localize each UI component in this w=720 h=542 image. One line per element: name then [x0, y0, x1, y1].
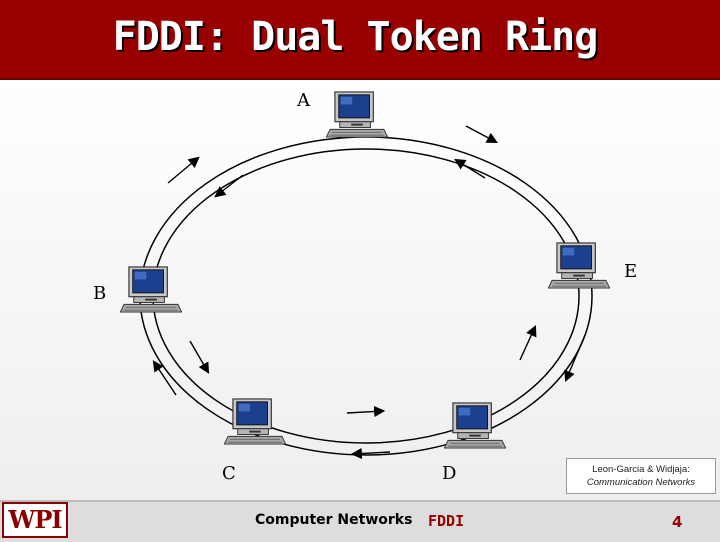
node-label-b: B — [93, 283, 107, 304]
course-name: Computer Networks — [255, 512, 413, 528]
node-label-d: D — [442, 463, 457, 484]
inner-ring-arrow — [519, 324, 537, 361]
diagram-stage — [0, 80, 720, 500]
title-bar: FDDI: Dual Token Ring — [0, 0, 720, 78]
outer-ring-arrow — [465, 125, 498, 144]
workstation-icon — [224, 398, 286, 445]
outer-ring-arrow — [152, 360, 177, 396]
footer-bar — [0, 500, 720, 542]
page-number: 4 — [672, 513, 683, 531]
outer-ring-arrow — [350, 447, 391, 460]
node-label-a: A — [297, 90, 310, 111]
dual-ring-diagram — [120, 91, 610, 460]
outer-ring-arrow — [167, 156, 200, 184]
outer-ring-arrow — [564, 334, 586, 383]
inner-ring — [152, 148, 580, 444]
node-label-c: C — [222, 463, 236, 484]
workstation-icon — [120, 266, 182, 313]
workstation-icon — [326, 91, 388, 138]
section-name: FDDI — [428, 512, 465, 530]
outer-ring — [139, 136, 593, 456]
wpi-logo: WPI — [2, 502, 68, 538]
slide-title: FDDI: Dual Token Ring — [112, 14, 599, 60]
citation-book: Communication Networks — [586, 477, 696, 488]
workstation-icon — [548, 242, 610, 289]
inner-ring-arrow — [454, 158, 486, 179]
inner-ring-arrow — [189, 340, 210, 374]
inner-ring-arrow — [346, 405, 386, 418]
node-label-e: E — [624, 261, 638, 282]
inner-ring-arrow — [214, 174, 244, 198]
citation-box: Leon-Garcia & Widjaja: Communication Net… — [566, 458, 716, 494]
citation-authors: Leon-Garcia & Widjaja: — [592, 464, 690, 475]
